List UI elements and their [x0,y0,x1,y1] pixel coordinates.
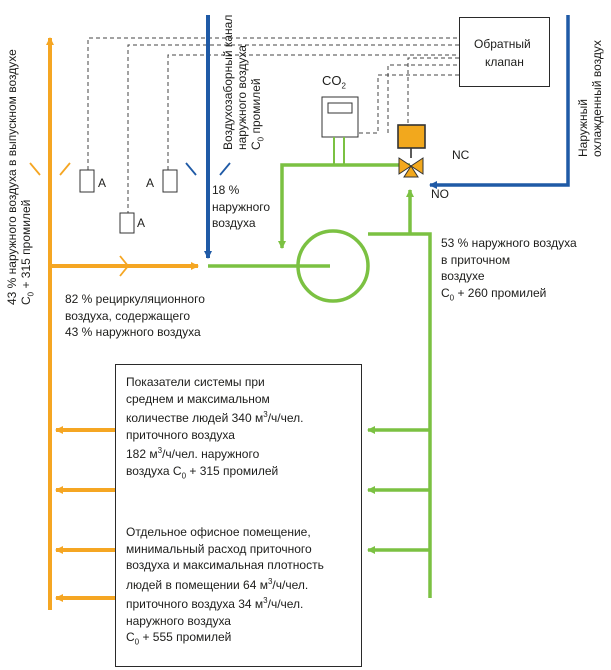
info2-line1: Отдельное офисное помещение, [126,525,311,539]
info2-line4: людей в помещении 64 м3/ч/чел. [126,574,324,594]
info1-l6-a: воздуха C [126,463,182,478]
outdoor-18-line1: 18 % [212,183,240,197]
supply-53-line4: C0 + 260 промилей [441,285,577,307]
outdoor-18-line3: воздуха [212,216,256,230]
info2-l5-b: /ч/чел. [267,597,304,611]
info2-l7-a: C [126,630,135,644]
info1-line2: среднем и максимальном [126,391,270,406]
intake-line2: наружного воздуха [235,45,249,150]
intake-line3: C0 промилей [249,15,268,150]
info2-l4-b: /ч/чел. [272,577,309,592]
cooled-outdoor-label: Наружный охлажденный воздух [576,40,604,157]
sensor-a-icons [79,169,178,234]
cooled-line1: Наружный [576,99,590,157]
supply-53-c: C [441,285,450,300]
intake-line1: Воздухозаборный канал [221,14,235,150]
info2-line6: наружного воздуха [126,613,231,628]
supply-53-suffix: + 260 промилей [454,285,547,300]
exhaust-side-suffix: + 315 промилей [19,199,33,292]
info1-line1: Показатели системы при [126,375,265,389]
check-valve-line2: клапан [485,55,524,69]
recirc-82-line2: воздуха, содержащего [65,308,191,323]
info2-l5-sup: 3 [263,596,268,605]
info1-l3-sup: 3 [263,410,268,419]
intake-sub: 0 [256,136,266,142]
blue-dampers [185,162,231,176]
info2-l5-a: приточного воздуха 34 м [126,597,264,611]
co2-label-prefix: CO [322,73,342,88]
info1-l3-b: /ч/чел. [267,411,304,425]
co2-label-sub: 2 [341,81,346,91]
nc-label: NC [452,148,470,162]
supply-53-sub: 0 [449,292,455,302]
intake-suffix: промилей [249,78,263,137]
exhaust-branches [55,426,115,602]
three-way-valve-icon [397,124,426,178]
sensor-a-label-1: A [98,176,107,190]
supply-branches [367,426,430,554]
info2-line3: воздуха и максимальная плотность [126,558,324,572]
co2-label: CO2 [322,73,346,95]
control-lines [87,37,460,215]
info2-l4-a: людей в помещении 64 м [126,577,268,592]
supply-lines [208,163,432,598]
exhaust-side-line1: 43 % наружного воздуха в выпускном возду… [5,49,19,305]
info2-line5: приточного воздуха 34 м3/ч/чел. [126,593,324,613]
supply-53-line3: воздухе [441,269,485,283]
info2-line7: C0 + 555 промилей [126,629,324,651]
info-block-1: Показатели системы при среднем и максима… [126,374,303,484]
info1-l6-b: + 315 промилей [186,463,279,478]
exhaust-side-c: C [19,296,33,305]
info1-line6: воздуха C0 + 315 промилей [126,463,303,485]
info1-line4: приточного воздуха [126,427,235,442]
recirc-82-label: 82 % рециркуляционного воздуха, содержащ… [65,291,205,341]
info2-l7-b: + 555 промилей [139,630,232,644]
co2-sensor-icon [321,96,359,165]
info1-l5-a: 182 м [126,447,158,461]
intake-c: C [249,141,263,150]
supply-53-line1: 53 % наружного воздуха [441,236,577,250]
no-label: NO [431,187,449,201]
intake-channel-label: Воздухозаборный канал наружного воздуха … [221,15,268,150]
info2-line2: минимальный расход приточного [126,541,312,556]
outdoor-18-line2: наружного [212,199,271,214]
info1-l5-sup: 3 [157,446,163,455]
orange-dampers [29,162,130,277]
info1-l6-sub: 0 [181,470,187,480]
recirc-82-line1: 82 % рециркуляционного [65,292,205,306]
supply-53-line2: в приточном [441,252,511,267]
cooled-outdoor-line [429,15,570,189]
sensor-a-label-2: A [137,216,146,230]
info1-line5: 182 м3/ч/чел. наружного [126,443,303,463]
info1-line3: количестве людей 340 м3/ч/чел. [126,407,303,427]
info-box: Показатели системы при среднем и максима… [115,364,362,667]
supply-53-label: 53 % наружного воздуха в приточном возду… [441,235,577,306]
info1-l3-a: количестве людей 340 м [126,411,264,425]
info2-l7-sub: 0 [134,637,140,647]
outdoor-18-label: 18 % наружного воздуха [212,182,270,232]
info1-l5-b: /ч/чел. наружного [162,447,260,461]
sensor-a-label-3: A [146,176,155,190]
exhaust-side-label: 43 % наружного воздуха в выпускном возду… [5,49,38,305]
info2-l4-sup: 3 [267,576,273,586]
exhaust-side-line2: C0 + 315 промилей [19,49,38,305]
info-block-2: Отдельное офисное помещение, минимальный… [126,524,324,651]
check-valve-box: Обратный клапан [459,17,550,87]
exhaust-side-sub: 0 [26,291,36,297]
check-valve-line1: Обратный [474,37,531,51]
recirc-82-line3: 43 % наружного воздуха [65,325,201,339]
cooled-line2: охлажденный воздух [590,40,604,157]
